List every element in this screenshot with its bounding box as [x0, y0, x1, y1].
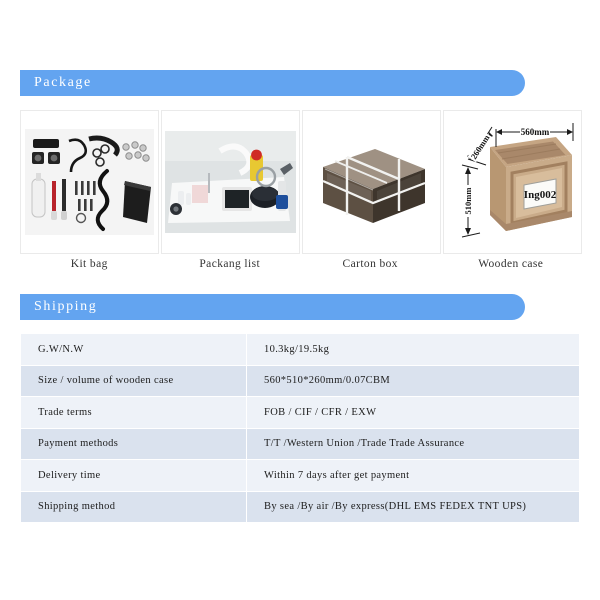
package-cell-kit-bag[interactable] — [20, 110, 159, 254]
package-caption-row: Kit bag Packang list Carton box Wooden c… — [20, 258, 580, 270]
shipping-key-shipping-method: Shipping method — [20, 490, 247, 523]
wooden-case-label-text: Ing002 — [524, 189, 557, 201]
shipping-value-delivery-time: Within 7 days after get payment — [246, 459, 580, 492]
shipping-details-table: G.W/N.W 10.3kg/19.5kg Size / volume of w… — [20, 333, 580, 523]
package-cell-wooden-case[interactable]: Ing002 560mm — [443, 110, 582, 254]
shipping-value-trade-terms: FOB / CIF / CFR / EXW — [246, 396, 580, 429]
shipping-value-payment-methods: T/T /Western Union /Trade Trade Assuranc… — [246, 427, 580, 460]
shipping-key-gw-nw: G.W/N.W — [20, 333, 247, 366]
shipping-key-payment-methods: Payment methods — [20, 427, 247, 460]
wooden-case-diagram: Ing002 560mm — [444, 111, 581, 253]
caption-wooden-case: Wooden case — [478, 258, 544, 270]
kit-bag-photo — [21, 111, 158, 253]
table-row: Delivery time Within 7 days after get pa… — [20, 459, 580, 492]
table-row: Shipping method By sea /By air /By expre… — [20, 490, 580, 523]
shipping-key-delivery-time: Delivery time — [20, 459, 247, 492]
shipping-key-trade-terms: Trade terms — [20, 396, 247, 429]
package-image-gallery: Ing002 560mm — [20, 110, 582, 254]
caption-carton-box: Carton box — [342, 258, 398, 270]
shipping-header-bar: Shipping — [20, 294, 525, 320]
wooden-case-height-text: 510mm — [463, 188, 473, 215]
package-header-bar: Package — [20, 70, 525, 96]
shipping-section-header: Shipping — [20, 294, 525, 320]
package-cell-packing-list[interactable] — [161, 110, 300, 254]
shipping-value-size-volume: 560*510*260mm/0.07CBM — [246, 364, 580, 397]
table-row: Payment methods T/T /Western Union /Trad… — [20, 427, 580, 460]
table-row: Size / volume of wooden case 560*510*260… — [20, 364, 580, 397]
packing-list-photo — [162, 111, 299, 253]
table-row: Trade terms FOB / CIF / CFR / EXW — [20, 396, 580, 429]
package-section-header: Package — [20, 70, 525, 96]
shipping-key-size-volume: Size / volume of wooden case — [20, 364, 247, 397]
package-cell-carton-box[interactable] — [302, 110, 441, 254]
table-row: G.W/N.W 10.3kg/19.5kg — [20, 333, 580, 366]
shipping-value-gw-nw: 10.3kg/19.5kg — [246, 333, 580, 366]
caption-packing-list: Packang list — [199, 258, 261, 270]
caption-kit-bag: Kit bag — [70, 258, 108, 270]
shipping-header-label: Shipping — [34, 299, 98, 314]
package-header-label: Package — [34, 75, 92, 90]
wooden-case-width-text: 560mm — [521, 127, 550, 137]
shipping-value-shipping-method: By sea /By air /By express(DHL EMS FEDEX… — [246, 490, 580, 523]
carton-box-photo — [303, 111, 440, 253]
